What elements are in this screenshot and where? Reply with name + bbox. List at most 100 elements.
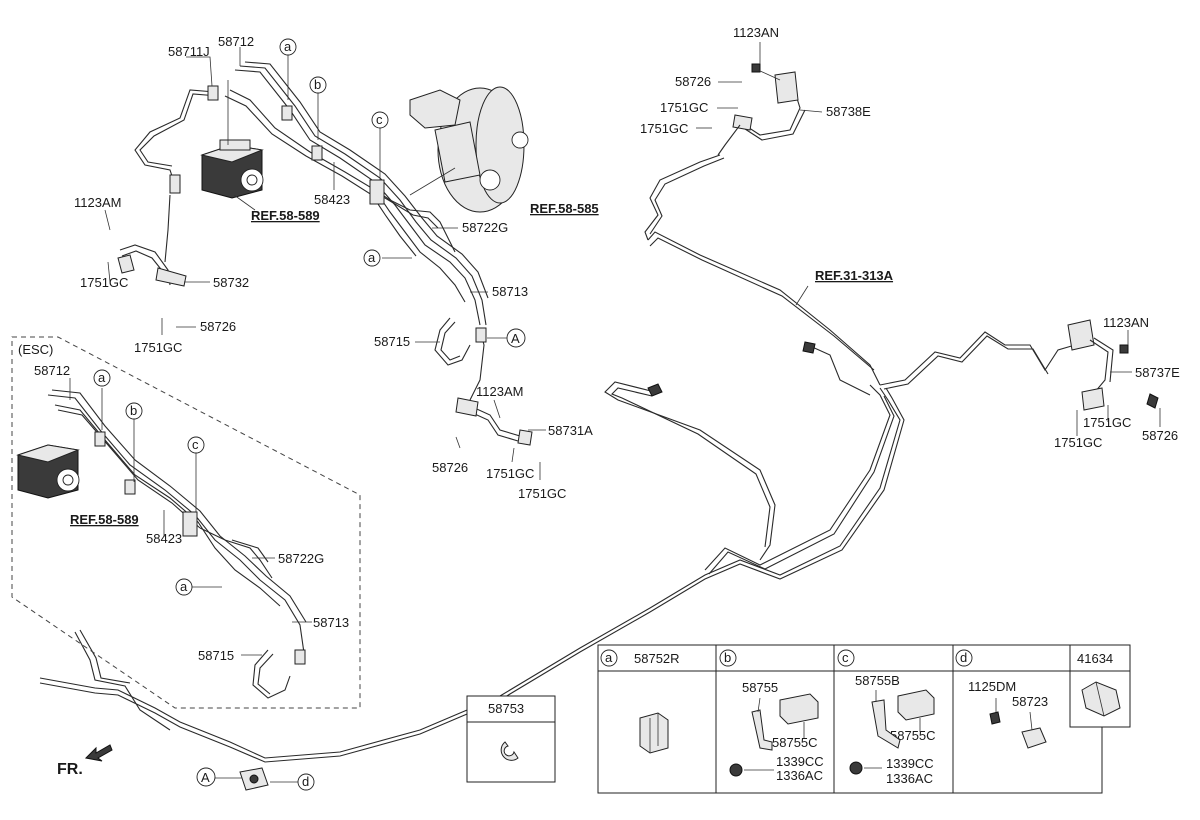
label-1751GC-r2: 1751GC: [1054, 435, 1102, 450]
svg-text:1336AC: 1336AC: [886, 771, 933, 786]
svg-text:41634: 41634: [1077, 651, 1113, 666]
label-esc-58423: 58423: [146, 531, 182, 546]
label-58712-top: 58712: [218, 34, 254, 49]
ref-58-589-esc[interactable]: REF.58-589: [70, 512, 139, 527]
callout-c-esc[interactable]: c: [187, 436, 205, 454]
svg-text:A: A: [511, 331, 520, 346]
legend-column-41634: 41634: [1077, 651, 1121, 717]
label-58726-mid: 58726: [432, 460, 468, 475]
clip-58752R-icon: [639, 712, 669, 754]
esc-inset: [11, 336, 361, 709]
brake-booster-master-cylinder: [409, 86, 529, 213]
label-esc-58722G: 58722G: [278, 551, 324, 566]
svg-text:a: a: [605, 650, 613, 665]
svg-text:a: a: [368, 250, 376, 265]
label-58726-topright: 58726: [675, 74, 711, 89]
callout-b-top[interactable]: b: [309, 76, 327, 94]
svg-text:1336AC: 1336AC: [776, 768, 823, 783]
legend-column-a: a 58752R: [600, 649, 680, 754]
svg-text:1339CC: 1339CC: [776, 754, 824, 769]
label-1123AN-top: 1123AN: [733, 25, 779, 40]
abs-module-assembly: [117, 61, 533, 446]
label-58738E: 58738E: [826, 104, 871, 119]
ref-58-589-top[interactable]: REF.58-589: [251, 208, 320, 223]
svg-text:c: c: [192, 437, 199, 452]
svg-text:1339CC: 1339CC: [886, 756, 934, 771]
label-58711J: 58711J: [168, 44, 210, 59]
callout-A-bottom[interactable]: A: [196, 767, 216, 787]
label-58722G-top: 58722G: [462, 220, 508, 235]
svg-text:58755: 58755: [742, 680, 778, 695]
label-58753: 58753: [488, 701, 524, 716]
svg-text:1125DM: 1125DM: [968, 679, 1016, 694]
esc-label: (ESC): [18, 342, 53, 357]
svg-text:A: A: [201, 770, 210, 785]
legend-column-d: d 1125DM 58723: [955, 649, 1048, 749]
svg-text:58755B: 58755B: [855, 673, 900, 688]
label-58423-top: 58423: [314, 192, 350, 207]
main-brake-pipe-bundle: [39, 154, 1076, 791]
callout-b-esc[interactable]: b: [125, 402, 143, 420]
svg-text:b: b: [724, 650, 731, 665]
svg-text:58755C: 58755C: [772, 735, 818, 750]
label-58726-right: 58726: [1142, 428, 1178, 443]
svg-text:d: d: [960, 650, 967, 665]
label-58731A: 58731A: [548, 423, 593, 438]
legend-table: a 58752R b 58755 58755C 1339CC 1336AC c …: [597, 644, 1131, 794]
bolt-1125DM-icon: [989, 711, 1001, 725]
bracket-58755B-icon: [871, 699, 901, 749]
legend-column-b: b 58755 58755C 1339CC 1336AC: [719, 649, 824, 783]
svg-text:b: b: [314, 77, 321, 92]
callout-a-esc-low[interactable]: a: [175, 578, 193, 596]
ref-58-585[interactable]: REF.58-585: [530, 201, 599, 216]
callout-d-bottom[interactable]: d: [297, 773, 315, 791]
clip-58755C-c-icon: [897, 689, 935, 721]
label-1751GC-mid1: 1751GC: [486, 466, 534, 481]
svg-text:a: a: [98, 370, 106, 385]
label-1751GC-left2: 1751GC: [134, 340, 182, 355]
svg-text:d: d: [302, 774, 309, 789]
nut-c-icon: [849, 761, 863, 775]
nut-icon: [729, 763, 743, 777]
label-1751GC-tr2: 1751GC: [640, 121, 688, 136]
callout-A-mid[interactable]: A: [506, 328, 526, 348]
label-1123AM-mid: 1123AM: [476, 384, 523, 399]
callout-a-top[interactable]: a: [279, 38, 297, 56]
rear-right-hose-assembly: [717, 63, 1159, 411]
clip-58723-icon: [1021, 727, 1047, 749]
front-arrow-icon: [84, 744, 113, 762]
svg-text:b: b: [130, 403, 137, 418]
label-1751GC-r1: 1751GC: [1083, 415, 1131, 430]
part-labels: 58711J 58712 1123AM 1751GC 58732 58726 1…: [18, 25, 1180, 663]
leader-lines: [69, 42, 1161, 783]
front-direction-indicator: FR.: [57, 744, 113, 778]
clip-58753-icon: [500, 741, 519, 761]
svg-text:58723: 58723: [1012, 694, 1048, 709]
svg-text:FR.: FR.: [57, 761, 83, 778]
label-esc-58715: 58715: [198, 648, 234, 663]
label-1751GC-left1: 1751GC: [80, 275, 128, 290]
part-box-58753[interactable]: 58753: [466, 695, 556, 783]
callout-c-top[interactable]: c: [371, 111, 389, 129]
legend-column-c: c 58755B 58755C 1339CC 1336AC: [837, 649, 936, 786]
label-58715-top: 58715: [374, 334, 410, 349]
callout-circles: a b c a A a b c a A d: [93, 38, 526, 791]
label-esc-58713: 58713: [313, 615, 349, 630]
callout-a-mid[interactable]: a: [363, 249, 381, 267]
label-1751GC-mid2: 1751GC: [518, 486, 566, 501]
callout-a-esc[interactable]: a: [93, 369, 111, 387]
svg-text:a: a: [180, 579, 188, 594]
label-58713-top: 58713: [492, 284, 528, 299]
clip-58755C-icon: [779, 693, 819, 725]
svg-text:c: c: [376, 112, 383, 127]
legend-58752R: 58752R: [634, 651, 680, 666]
label-esc-58712: 58712: [34, 363, 70, 378]
svg-text:c: c: [842, 650, 849, 665]
label-1123AM-left: 1123AM: [74, 195, 121, 210]
svg-text:a: a: [284, 39, 292, 54]
label-1751GC-tr1: 1751GC: [660, 100, 708, 115]
svg-text:58755C: 58755C: [890, 728, 936, 743]
label-1123AN-right: 1123AN: [1103, 315, 1149, 330]
ref-31-313A[interactable]: REF.31-313A: [815, 268, 894, 283]
